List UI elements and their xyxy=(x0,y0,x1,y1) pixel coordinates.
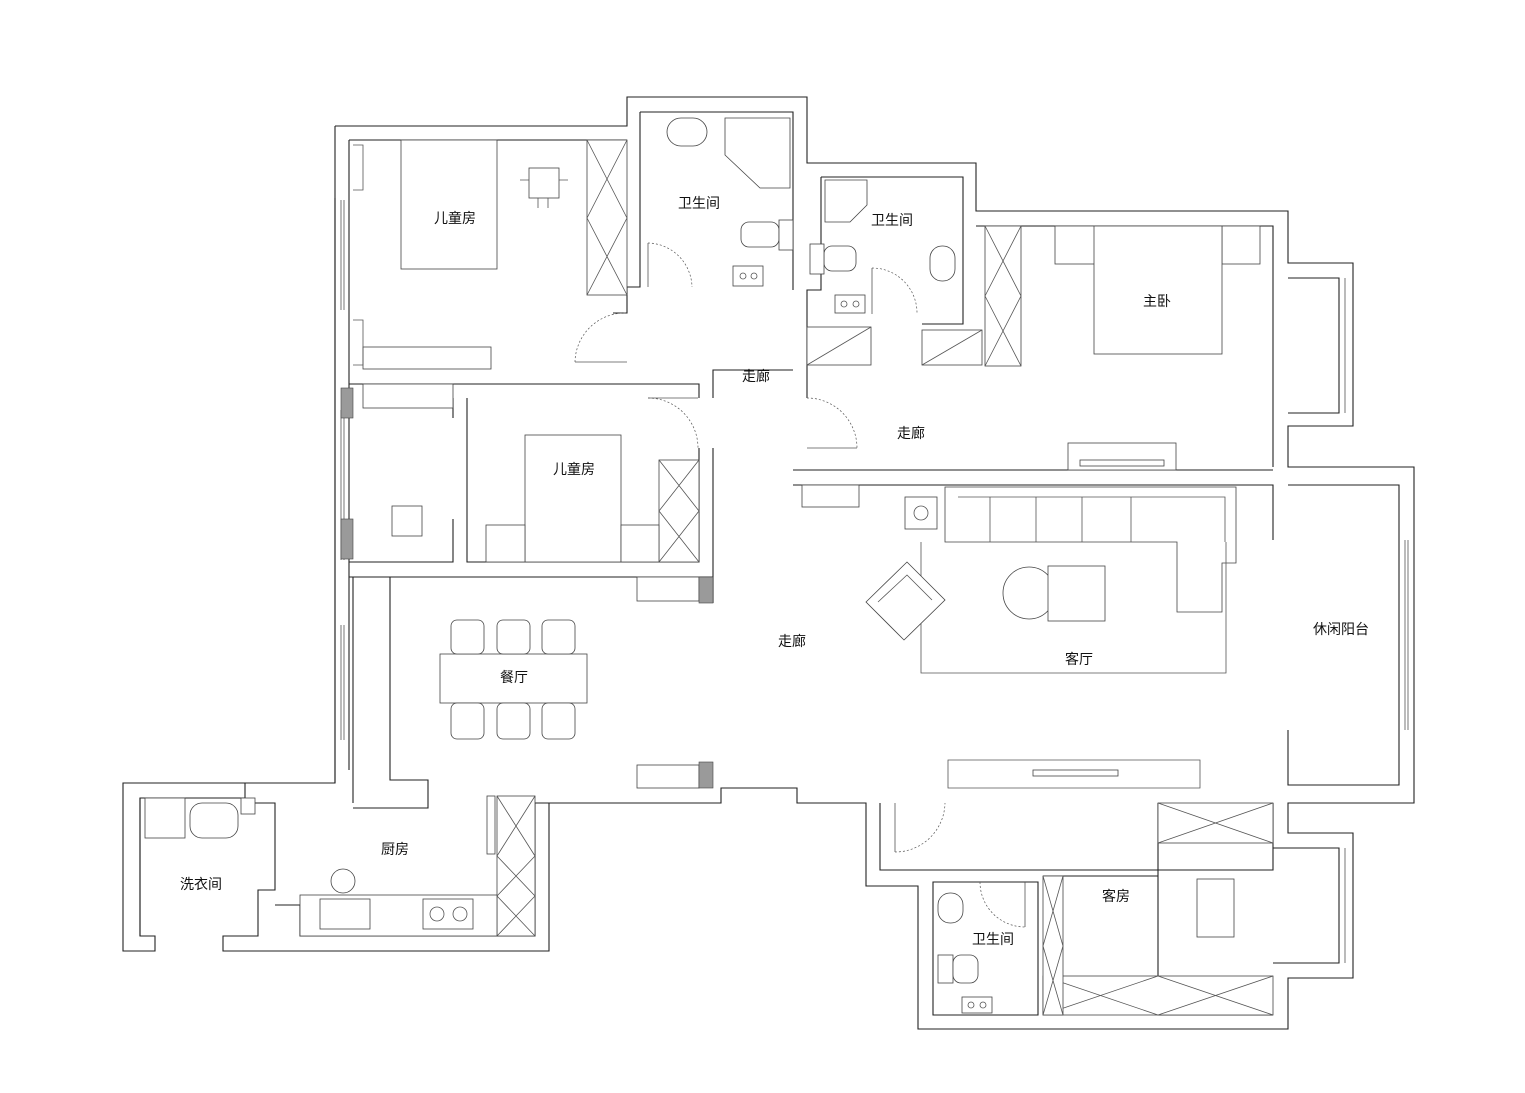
label-bathroom-1: 卫生间 xyxy=(678,196,720,212)
label-guest-room: 客房 xyxy=(1102,888,1130,905)
bathroom-1-fixtures xyxy=(666,117,794,287)
kids-room-1-furniture xyxy=(353,139,628,370)
kids-room-2-furniture xyxy=(340,383,714,604)
bathroom-2-fixtures xyxy=(806,179,983,366)
guest-room-furniture xyxy=(937,769,1274,1016)
label-kids-room-2: 儿童房 xyxy=(553,461,595,478)
label-living: 客厅 xyxy=(1065,651,1093,668)
label-master-bedroom: 主卧 xyxy=(1143,294,1171,310)
living-furniture xyxy=(801,484,1237,674)
label-bathroom-2: 卫生间 xyxy=(871,213,913,229)
dining-furniture xyxy=(439,619,714,789)
label-corridor-2: 走廊 xyxy=(897,425,925,442)
label-corridor-3: 走廊 xyxy=(778,633,806,650)
kitchen-fixtures xyxy=(144,795,536,937)
windows xyxy=(340,200,1409,963)
label-bathroom-3: 卫生间 xyxy=(972,932,1014,948)
master-bedroom-furniture xyxy=(984,225,1261,471)
label-leisure-balcony: 休闲阳台 xyxy=(1313,622,1369,638)
label-kids-room-1: 儿童房 xyxy=(434,210,476,227)
label-kitchen: 厨房 xyxy=(381,842,409,858)
room-labels: 儿童房 卫生间 卫生间 主卧 走廊 走廊 儿童房 走廊 餐厅 客厅 休闲阳台 厨… xyxy=(180,196,1369,948)
label-corridor-1: 走廊 xyxy=(742,368,770,385)
label-dining: 餐厅 xyxy=(500,670,528,686)
label-laundry: 洗衣间 xyxy=(180,877,222,893)
doors xyxy=(574,242,1026,928)
